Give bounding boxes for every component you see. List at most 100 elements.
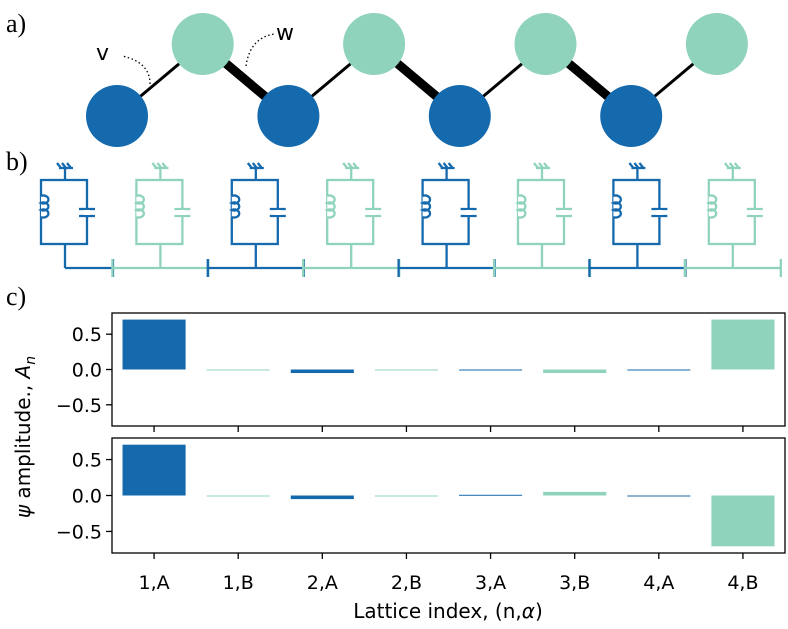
x-tick-label: 1,A [138, 572, 169, 594]
bar-4-a [627, 495, 691, 497]
lc-resonator-4 [302, 162, 401, 277]
lc-resonator-3 [206, 162, 305, 277]
lc-resonator-7 [588, 162, 687, 277]
ground-hatch [347, 162, 354, 169]
inductor-icon [228, 194, 241, 219]
ground-hatch [447, 162, 454, 169]
ground-hatch [437, 162, 444, 169]
bar-2-b [374, 369, 438, 371]
ground-hatch [256, 162, 263, 169]
ground-hatch [728, 162, 735, 169]
ground-hatch [66, 162, 72, 169]
chart-panel-1: 0.5 0.0 −0.5 [56, 312, 786, 432]
panel-label-b: b) [6, 147, 28, 176]
ground-hatch [442, 162, 449, 169]
bar-1-a [122, 319, 186, 370]
ground-hatch [723, 162, 730, 169]
x-axis-label-text: Lattice index, (n, [353, 599, 522, 623]
lattice-site-4a [600, 85, 663, 147]
y-tick-label: 0.5 [72, 324, 102, 346]
ground-hatch [352, 162, 359, 169]
x-tick-label: 3,A [475, 572, 506, 594]
y-axis-label-symbol: ψ [11, 504, 35, 518]
y-axis-label-var: A [11, 365, 35, 381]
lc-resonator-8 [683, 162, 782, 277]
ground-hatch [628, 162, 635, 169]
y-tick-label: 0.5 [72, 450, 102, 472]
y-axis-label: ψ amplitude., An [11, 356, 39, 518]
inductor-icon [515, 194, 527, 219]
bar-3-a [459, 494, 523, 496]
x-tick-label: 2,B [391, 572, 422, 594]
bar-1-b [206, 369, 270, 371]
inter-coupling-label: w [276, 21, 294, 46]
capacitor-gap [465, 210, 472, 215]
x-axis-label-symbol: α [522, 599, 535, 623]
capacitor-gap [561, 210, 567, 215]
x-tick-label: 1,B [223, 572, 254, 594]
ground-hatch [533, 162, 539, 169]
x-axis-label-close: ) [535, 599, 543, 623]
x-tick-label: 3,B [559, 572, 590, 594]
inductor-icon [133, 194, 145, 219]
lattice-site-1a [86, 85, 148, 147]
bar-1-a [122, 444, 186, 496]
circuit-array [38, 162, 782, 277]
inductor-icon [610, 194, 622, 219]
y-axis-label-subscript: n [23, 356, 39, 365]
intra-coupling-label: v [96, 41, 109, 66]
ground-hatch [543, 162, 549, 169]
inductor-icon [38, 194, 50, 219]
panel-label-a: a) [6, 9, 26, 38]
bar-4-a [627, 369, 691, 371]
bar-3-b [543, 491, 607, 496]
lattice-site-1b [171, 13, 234, 75]
lattice-site-2b [343, 13, 406, 75]
y-tick-label: −0.5 [56, 395, 102, 417]
ground-hatch [538, 162, 544, 169]
y-tick-label: 0.0 [72, 360, 102, 382]
capacitor-gap [274, 210, 281, 215]
ground-hatch [342, 162, 349, 169]
lattice-site-2a [257, 85, 320, 147]
inductor-icon [419, 194, 432, 219]
ground-hatch [161, 162, 168, 169]
ssh-lattice [86, 13, 748, 147]
lc-resonator-1 [38, 162, 115, 277]
inductor-icon [324, 194, 336, 219]
bar-2-a [290, 495, 354, 500]
x-tick-label: 4,B [727, 572, 758, 594]
y-tick-label: 0.0 [72, 486, 102, 508]
bar-3-a [459, 369, 523, 371]
capacitor-gap [179, 210, 186, 215]
lc-resonator-5 [397, 162, 496, 277]
capacitor-gap [84, 210, 90, 215]
x-axis-label: Lattice index, (n,α) [353, 599, 543, 623]
bar-3-b [543, 369, 607, 374]
ground-hatch [156, 162, 163, 169]
ground-hatch [733, 162, 740, 169]
bar-2-b [374, 495, 438, 497]
ground-hatch [56, 162, 62, 169]
x-tick-label: 4,A [643, 572, 674, 594]
lattice-site-4b [685, 13, 748, 75]
ground-hatch [246, 162, 253, 169]
lattice-site-3b [514, 13, 577, 75]
inductor-icon [705, 194, 718, 219]
x-tick-label: 2,A [307, 572, 338, 594]
bar-4-b [711, 319, 775, 370]
bar-4-b [711, 495, 775, 547]
ground-hatch [251, 162, 258, 169]
capacitor-gap [751, 210, 758, 215]
ground-hatch [633, 162, 640, 169]
ground-hatch [638, 162, 645, 169]
capacitor-gap [656, 210, 663, 215]
intra-bond-pointer [121, 55, 151, 85]
capacitor-gap [370, 210, 377, 215]
bar-2-a [290, 369, 354, 374]
inter-bond-pointer [245, 33, 275, 67]
bar-1-b [206, 495, 270, 497]
